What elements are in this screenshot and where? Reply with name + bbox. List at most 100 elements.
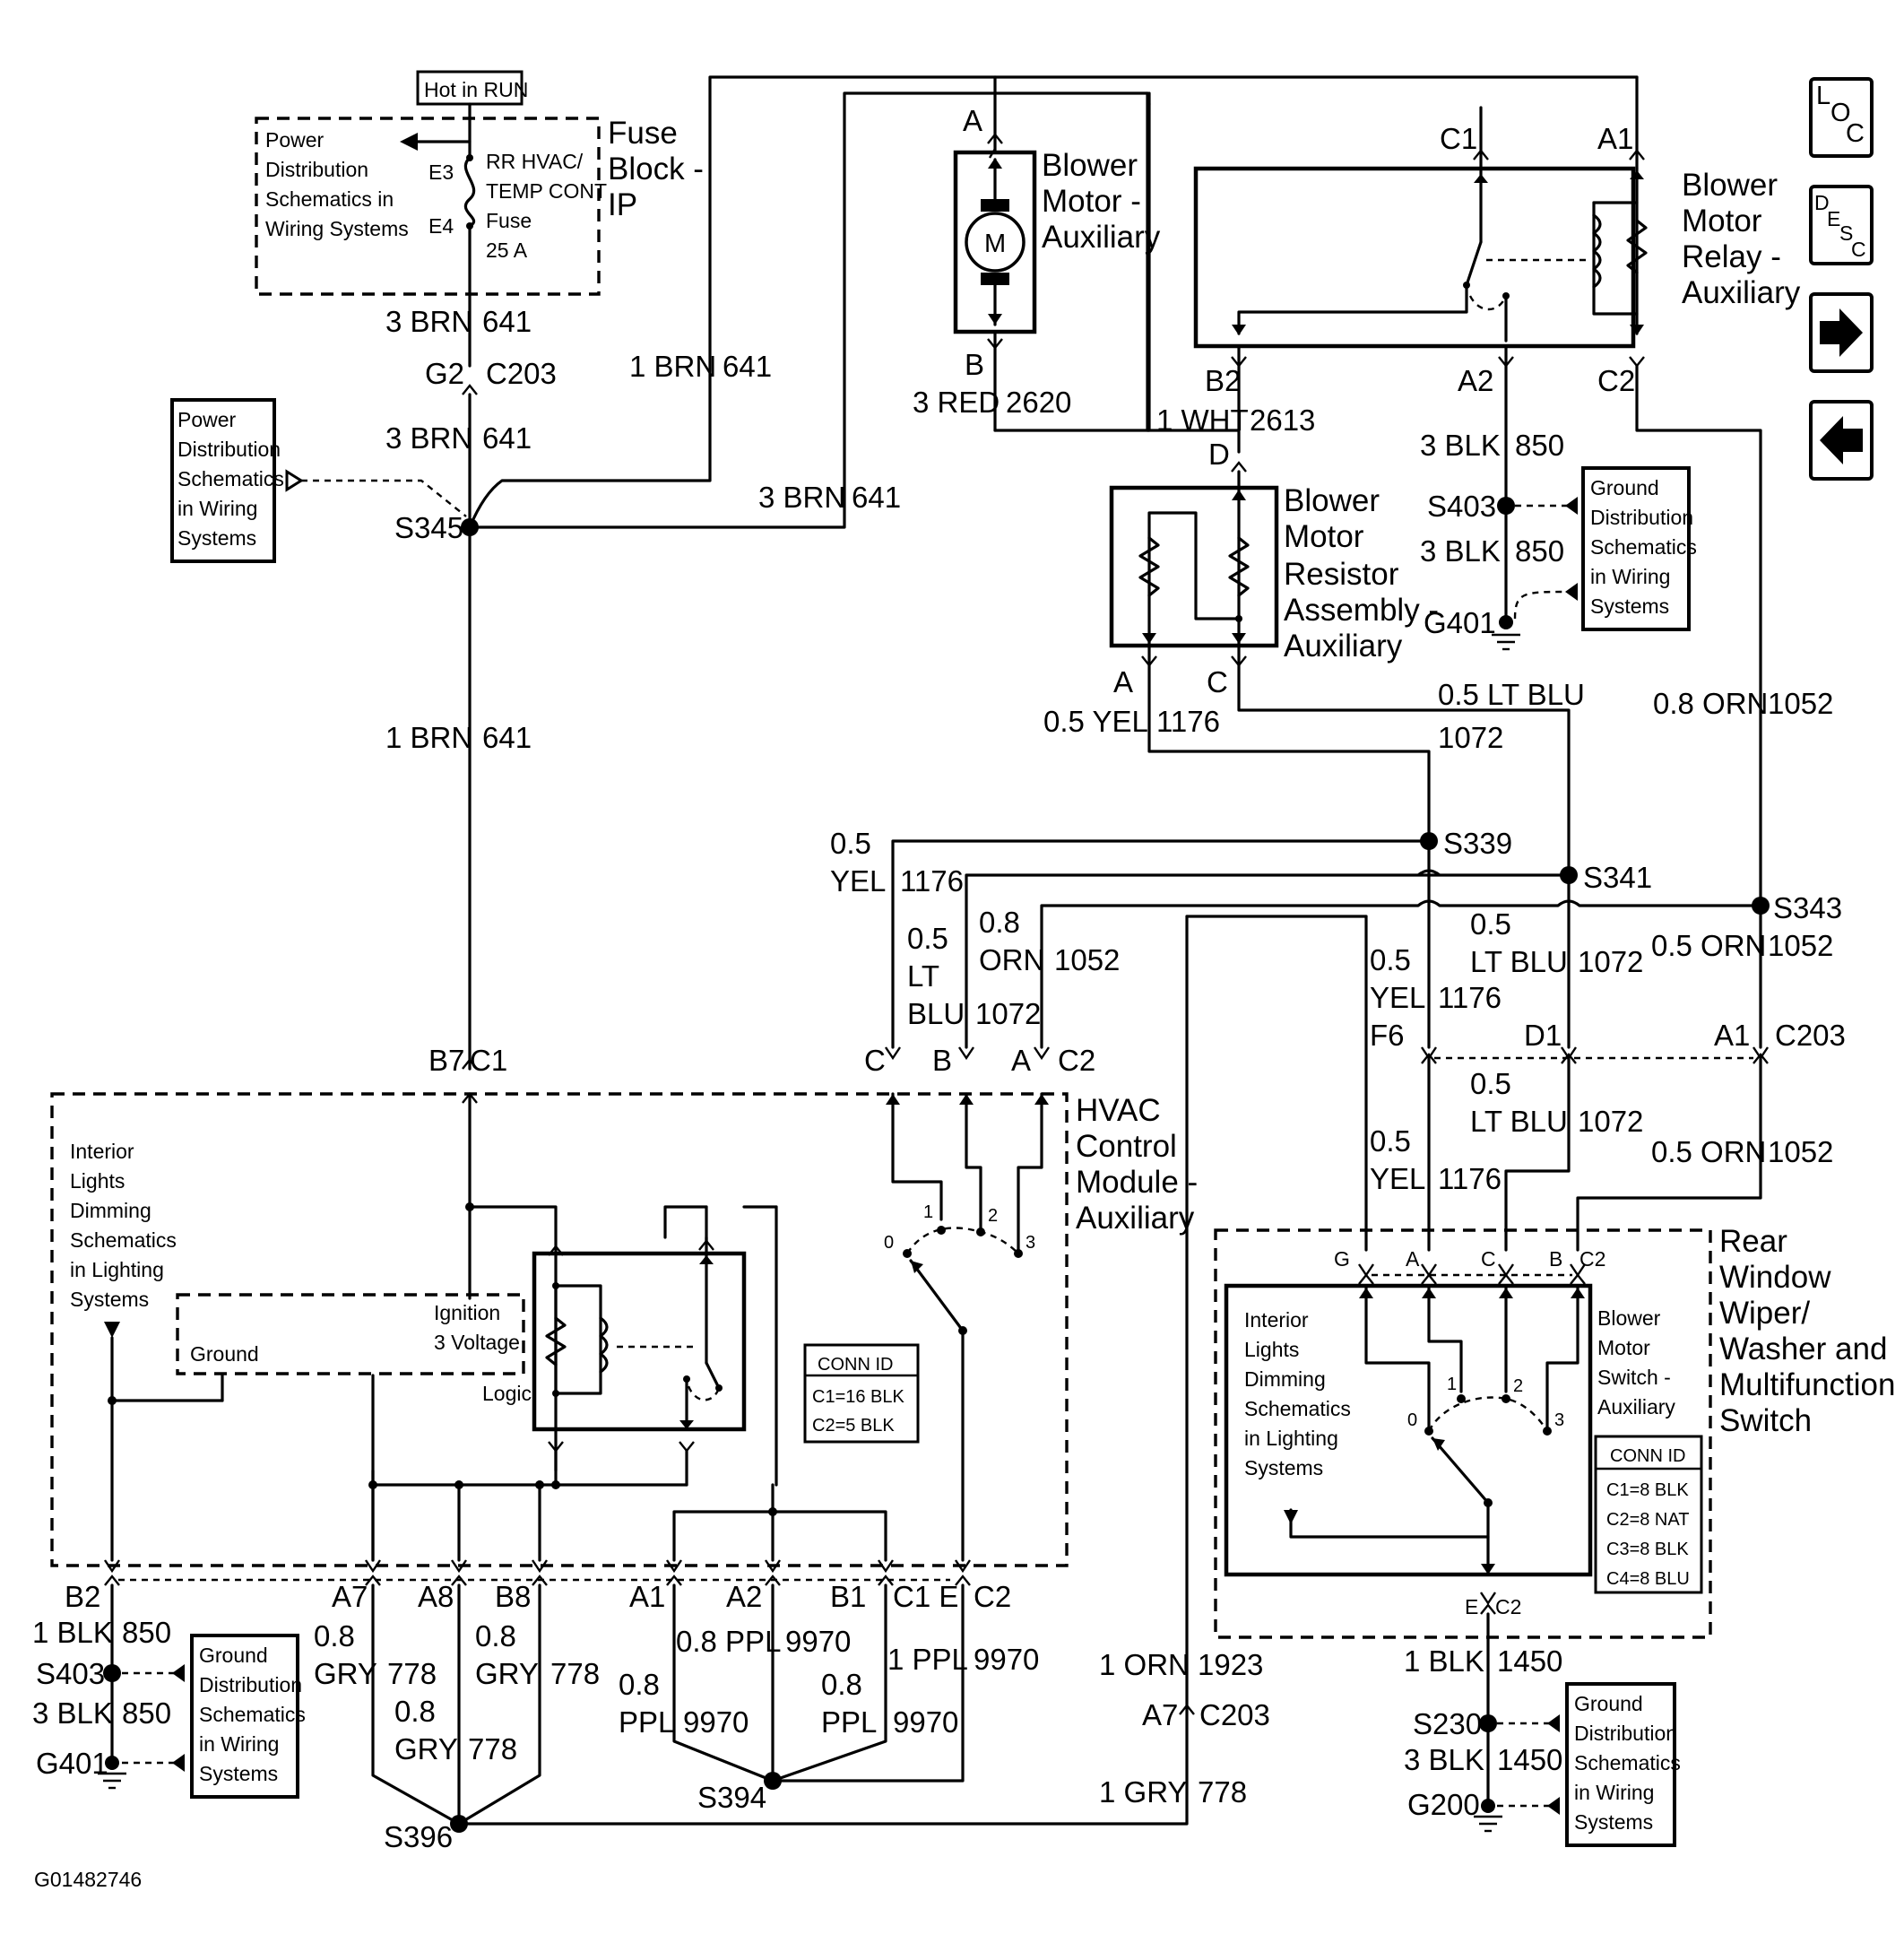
pin-label: B2 <box>1205 364 1241 397</box>
fuse-pin-e3: E3 <box>428 160 454 184</box>
component-title: Assembly - <box>1284 593 1439 628</box>
desc-icon-letter-1: D <box>1814 191 1830 214</box>
power-distribution-ref[interactable]: Power Distribution Schematics in Wiring … <box>170 398 284 563</box>
connector-pin: F6 <box>1370 1019 1405 1052</box>
wire-circuit: 850 <box>122 1696 171 1730</box>
wire-gauge: 1 ORN <box>1099 1648 1190 1681</box>
wire-gauge: 3 BLK <box>1420 534 1501 568</box>
svg-text:Power: Power <box>177 408 237 431</box>
wire-gauge: 0.5 <box>1470 1067 1511 1100</box>
svg-text:Lights: Lights <box>1244 1338 1299 1361</box>
wire-gauge: 3 BRN <box>385 305 472 338</box>
pin-label: E <box>1465 1595 1478 1618</box>
wire-circuit: 641 <box>482 421 532 455</box>
wire-gauge: 3 BLK <box>1420 429 1501 462</box>
loc-icon[interactable]: L O C <box>1809 77 1874 158</box>
wire-gauge: 0.5 <box>830 827 871 860</box>
pin-label: C2 <box>974 1580 1011 1613</box>
wire-circuit: 9970 <box>683 1705 749 1739</box>
conn-id-row: C4=8 BLU <box>1606 1569 1690 1589</box>
svg-text:Schematics: Schematics <box>199 1703 306 1726</box>
ground-distribution-ref[interactable]: Ground Distribution Schematics in Wiring… <box>190 1634 306 1799</box>
next-arrow-icon[interactable] <box>1809 292 1874 373</box>
wire-circuit: 850 <box>1515 429 1564 462</box>
wire-gauge: GRY <box>314 1657 377 1690</box>
hvac-control-module-auxiliary: C1 B7 HVAC Control Module - Auxiliary In… <box>50 1044 1198 1567</box>
wire-circuit: 1052 <box>1054 943 1120 976</box>
svg-text:Switch -: Switch - <box>1597 1366 1671 1389</box>
conn-id-title: CONN ID <box>1610 1446 1685 1466</box>
wire-circuit: 778 <box>387 1657 437 1690</box>
switch-position-label: 0 <box>1407 1410 1417 1430</box>
svg-text:Systems: Systems <box>1574 1810 1653 1834</box>
connector-id: C203 <box>1199 1698 1270 1731</box>
wire-circuit: 2620 <box>1006 386 1071 419</box>
connector-pin: G2 <box>425 357 464 390</box>
component-title: Motor <box>1284 519 1364 554</box>
wire-gauge: 0.8 <box>394 1695 436 1728</box>
pin-label: A <box>1113 665 1133 698</box>
wire-gauge: 1 BLK <box>1404 1644 1484 1678</box>
switch-position-label: 1 <box>1447 1375 1457 1394</box>
wire-circuit: 1450 <box>1497 1644 1562 1678</box>
connector-id: C2 <box>1058 1044 1095 1077</box>
desc-icon-letter-3: S <box>1839 221 1853 245</box>
connector-id: C1 <box>470 1044 507 1077</box>
wire-circuit: 778 <box>1198 1775 1247 1809</box>
wire-circuit: 641 <box>482 305 532 338</box>
svg-text:Systems: Systems <box>1244 1456 1323 1479</box>
fuse-block-title: Block - <box>608 152 704 187</box>
ground-distribution-ref[interactable]: Ground Distribution Schematics in Wiring… <box>1581 466 1697 631</box>
wire-gauge: GRY <box>475 1657 539 1690</box>
relay-coil-icon <box>1592 213 1602 289</box>
splice-label: G200 <box>1407 1788 1480 1821</box>
pin-label: G <box>1334 1247 1350 1271</box>
pin-label: B7 <box>428 1044 464 1077</box>
component-title: Control <box>1076 1129 1177 1164</box>
pin-label: C <box>1481 1247 1496 1271</box>
blower-motor-relay-auxiliary: C1 A1 Blower Motor Relay - Auxiliary B2 … <box>1193 75 1801 397</box>
component-title: Auxiliary <box>1076 1201 1195 1236</box>
wire-gauge: 3 BRN <box>385 421 472 455</box>
wire-gauge: ORN <box>979 943 1044 976</box>
wire-circuit: 778 <box>550 1657 600 1690</box>
desc-icon[interactable]: D E S C <box>1809 185 1874 265</box>
arrow-left-icon <box>400 133 418 151</box>
splice-label: S394 <box>697 1781 766 1814</box>
component-title: Motor <box>1682 204 1762 239</box>
wire-circuit: 641 <box>723 350 772 383</box>
ground-distribution-ref[interactable]: Ground Distribution Schematics in Wiring… <box>1565 1682 1681 1847</box>
wire-circuit: 850 <box>1515 534 1564 568</box>
component-title: Rear <box>1719 1224 1787 1259</box>
pin-label: B <box>1549 1247 1562 1271</box>
connector-id: C203 <box>486 357 557 390</box>
relay-coil-icon <box>599 1316 609 1374</box>
svg-text:Auxiliary: Auxiliary <box>1597 1395 1675 1418</box>
connector-pin: A1 <box>1714 1019 1750 1052</box>
splice-label: S343 <box>1773 891 1842 924</box>
pin-label: A <box>963 104 982 137</box>
wire-circuit: 1923 <box>1198 1648 1263 1681</box>
wire-gauge: LT BLU <box>1470 945 1568 978</box>
fuse-rating: 25 A <box>486 239 528 262</box>
wire-circuit: 778 <box>468 1732 517 1765</box>
wire-gauge: 0.8 ORN <box>1653 687 1768 720</box>
component-title: Window <box>1719 1260 1831 1295</box>
svg-text:in Wiring: in Wiring <box>177 497 257 520</box>
blower-motor-auxiliary: A M B Blower Motor - Auxiliary <box>953 75 1161 432</box>
component-title: Blower <box>1042 148 1138 183</box>
ignition-label: 3 Voltage <box>434 1331 520 1354</box>
wire-circuit: 1176 <box>1156 705 1220 738</box>
wire-gauge: 0.8 <box>619 1668 660 1701</box>
fuse-ref-text: Wiring Systems <box>265 217 409 240</box>
switch-position-label: 2 <box>988 1206 998 1226</box>
wire-circuit: 9970 <box>893 1705 958 1739</box>
pin-label: C <box>864 1044 886 1077</box>
prev-arrow-icon[interactable] <box>1809 400 1874 481</box>
motor-icon <box>965 212 1026 273</box>
pin-label: A2 <box>1458 364 1493 397</box>
svg-text:Blower: Blower <box>1597 1306 1661 1330</box>
wire-gauge: LT <box>907 959 939 993</box>
svg-text:Ground: Ground <box>1590 476 1659 499</box>
component-title: Multifunction <box>1719 1367 1895 1402</box>
